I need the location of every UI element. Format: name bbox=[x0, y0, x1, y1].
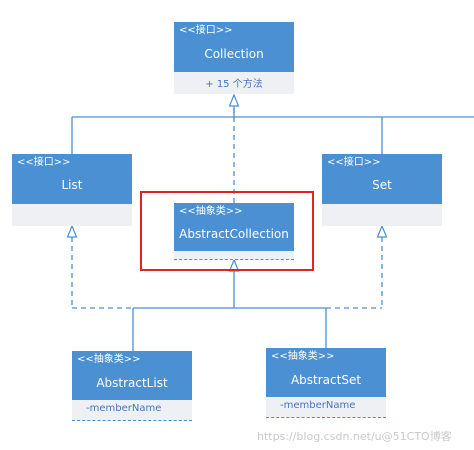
stereotype-label: <<接口>> bbox=[17, 157, 71, 168]
abstract-collection-box[interactable]: <<抽象类>> AbstractCollection bbox=[174, 203, 294, 260]
arrowhead-icon bbox=[228, 93, 240, 107]
stereotype-label: <<抽象类>> bbox=[179, 206, 243, 217]
member-label: -memberName bbox=[86, 403, 162, 414]
arrowhead-icon bbox=[376, 224, 388, 238]
abstract-list-box[interactable]: <<抽象类>> AbstractList -memberName bbox=[72, 351, 192, 421]
methods-label: + 15 个方法 bbox=[205, 79, 263, 90]
set-box[interactable]: <<接口>> Set bbox=[322, 154, 442, 226]
abstract-set-box[interactable]: <<抽象类>> AbstractSet -memberName bbox=[266, 348, 386, 418]
list-box[interactable]: <<接口>> List bbox=[12, 154, 132, 226]
highlight-frame bbox=[140, 191, 314, 271]
class-name: List bbox=[61, 178, 83, 192]
class-name: AbstractSet bbox=[290, 373, 362, 387]
collection-box[interactable]: <<接口>> Collection + 15 个方法 bbox=[174, 22, 294, 94]
arrowhead-icon bbox=[228, 258, 240, 272]
stereotype-label: <<抽象类>> bbox=[77, 354, 141, 365]
watermark: https://blog.csdn.net/u@51CTO博客 bbox=[257, 430, 452, 443]
member-label: -memberName bbox=[280, 400, 356, 411]
arrowhead-icon bbox=[66, 224, 78, 238]
class-name: Collection bbox=[204, 47, 264, 61]
class-name: AbstractList bbox=[96, 376, 168, 390]
stereotype-label: <<抽象类>> bbox=[271, 351, 335, 362]
class-name: AbstractCollection bbox=[179, 227, 289, 241]
stereotype-label: <<接口>> bbox=[179, 25, 233, 36]
stereotype-label: <<接口>> bbox=[327, 157, 381, 168]
class-name: Set bbox=[372, 178, 392, 192]
